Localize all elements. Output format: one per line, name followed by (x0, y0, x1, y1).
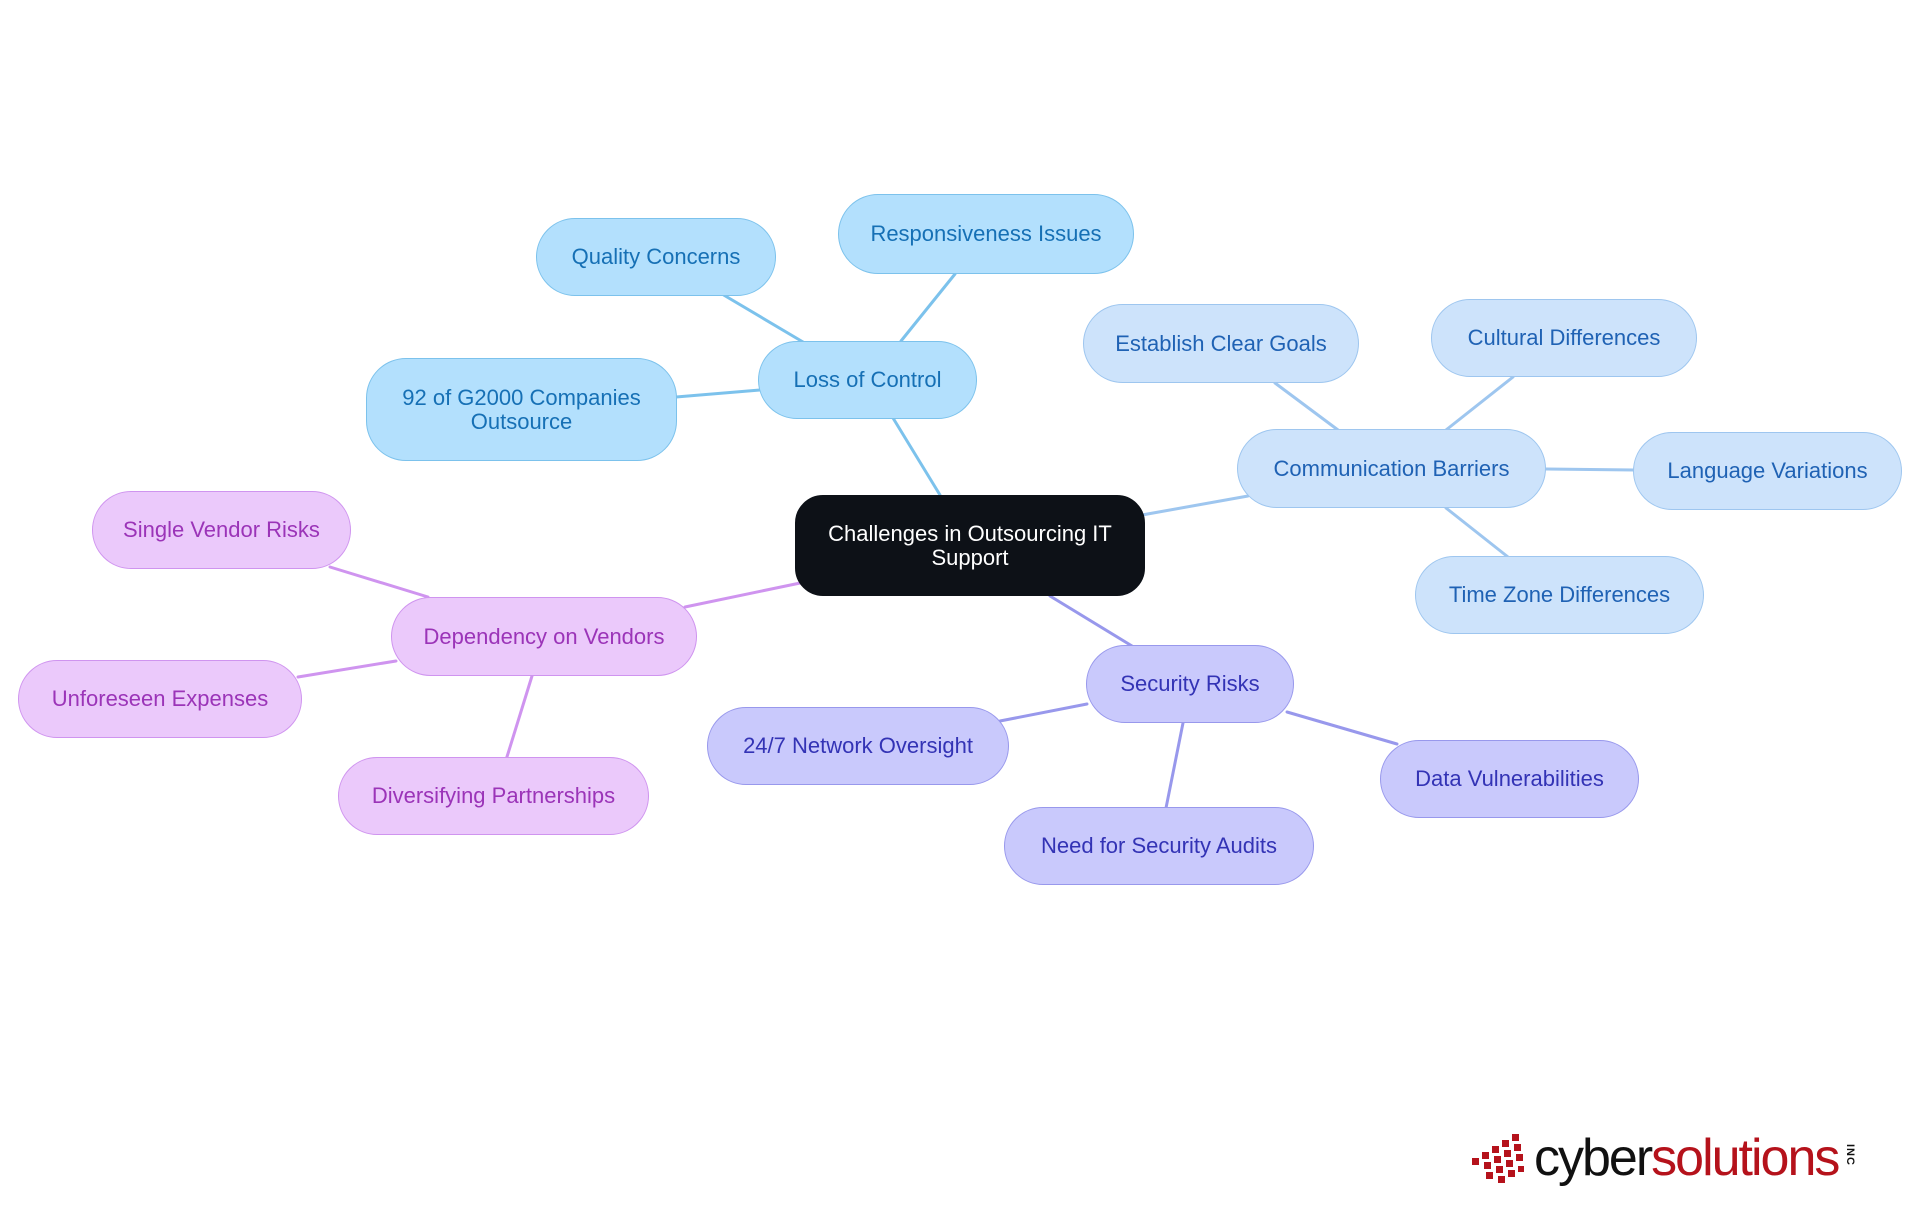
leaf-label: Time Zone Differences (1448, 582, 1671, 607)
edge-dep-diversify (504, 674, 534, 762)
leaf-label: Responsiveness Issues (870, 221, 1102, 246)
branch-label: Communication Barriers (1273, 455, 1510, 481)
edge-root-loss (891, 416, 942, 497)
edge-root-sec (1048, 594, 1134, 648)
branch-label: Security Risks (1120, 671, 1260, 696)
leaf-label: Language Variations (1667, 458, 1868, 483)
leaf-label: 92 of G2000 Companies Outsource (402, 384, 641, 434)
leaf-network-oversight: 24/7 Network Oversight (707, 707, 1009, 785)
leaf-g2000-outsource: 92 of G2000 Companies Outsource (366, 358, 677, 461)
leaf-data-vulnerabilities: Data Vulnerabilities (1380, 740, 1639, 818)
leaf-label: 24/7 Network Oversight (743, 733, 973, 758)
edge-comm-timezone (1444, 506, 1510, 559)
edge-sec-network (998, 702, 1089, 723)
branch-dependency-on-vendors: Dependency on Vendors (391, 597, 697, 676)
leaf-label: Single Vendor Risks (123, 517, 320, 542)
branch-label: Dependency on Vendors (423, 623, 665, 649)
leaf-quality-concerns: Quality Concerns (536, 218, 776, 296)
leaf-unforeseen-expenses: Unforeseen Expenses (18, 660, 302, 738)
root-node: Challenges in Outsourcing IT Support (795, 495, 1145, 596)
leaf-label: Need for Security Audits (1040, 833, 1277, 858)
edge-root-comm (1140, 494, 1250, 517)
leaf-establish-clear-goals: Establish Clear Goals (1083, 304, 1359, 383)
leaf-single-vendor-risks: Single Vendor Risks (92, 491, 351, 569)
edge-comm-goals (1273, 381, 1340, 432)
logo-wordmark: cybersolutions (1534, 1128, 1840, 1188)
branch-label: Loss of Control (793, 367, 942, 392)
leaf-label: Cultural Differences (1467, 325, 1661, 350)
branch-loss-of-control: Loss of Control (758, 341, 977, 419)
leaf-responsiveness-issues: Responsiveness Issues (838, 194, 1134, 274)
edge-dep-single (328, 565, 430, 599)
edge-loss-g2000 (674, 388, 762, 399)
edge-loss-responsiveness (899, 272, 957, 343)
edge-root-dep (683, 580, 807, 609)
logo-inc: INC (1844, 1144, 1856, 1166)
cybersolutions-logo: cybersolutions INC (1468, 1128, 1878, 1188)
edge-sec-audits (1164, 721, 1185, 810)
branch-communication-barriers: Communication Barriers (1237, 429, 1546, 508)
leaf-label: Establish Clear Goals (1115, 330, 1327, 356)
leaf-label: Data Vulnerabilities (1415, 766, 1604, 791)
leaf-label: Unforeseen Expenses (51, 686, 269, 711)
edge-sec-data (1285, 710, 1399, 746)
logo-pixel-mark-icon (1472, 1134, 1524, 1183)
leaf-diversifying-partnerships: Diversifying Partnerships (338, 757, 649, 835)
branch-security-risks: Security Risks (1086, 645, 1294, 723)
leaf-language-variations: Language Variations (1633, 432, 1902, 510)
root-label: Challenges in Outsourcing IT Support (828, 520, 1112, 570)
edge-dep-expenses (296, 659, 398, 679)
leaf-label: Quality Concerns (571, 244, 741, 269)
leaf-label: Diversifying Partnerships (371, 783, 616, 808)
leaf-security-audits: Need for Security Audits (1004, 807, 1314, 885)
logo-text-cyber: cyber (1534, 1129, 1653, 1187)
edge-comm-language (1544, 467, 1636, 472)
edge-loss-quality (720, 292, 805, 344)
logo-text-solutions: solutions (1651, 1129, 1840, 1187)
leaf-cultural-differences: Cultural Differences (1431, 299, 1697, 377)
leaf-time-zone-differences: Time Zone Differences (1415, 556, 1704, 634)
edge-comm-cultural (1444, 375, 1515, 432)
